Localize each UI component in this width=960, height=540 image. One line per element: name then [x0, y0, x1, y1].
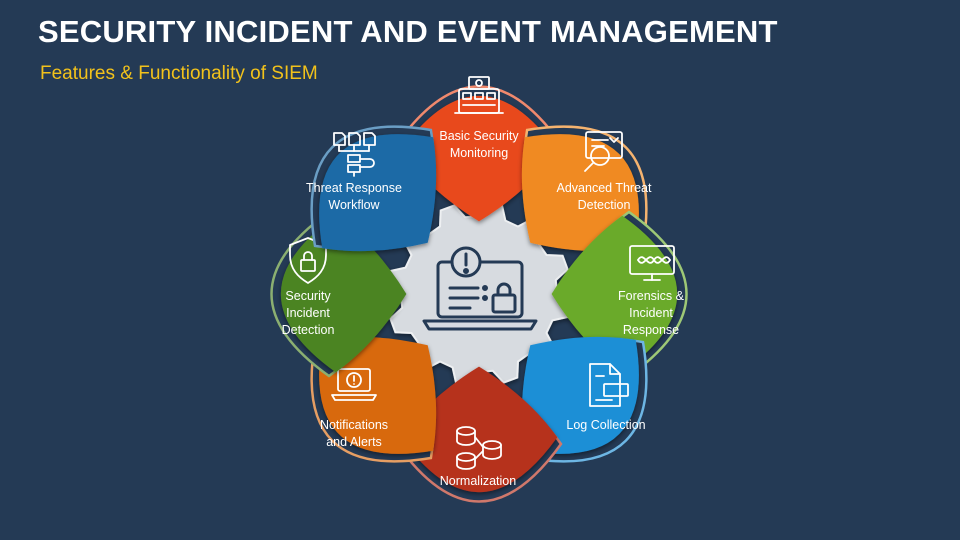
feature-label-line: Log Collection: [566, 418, 645, 432]
feature-label-line: Threat Response: [306, 181, 402, 195]
page-subtitle: Features & Functionality of SIEM: [40, 63, 318, 84]
feature-label-line: and Alerts: [326, 435, 382, 449]
magnify-screen-icon: [584, 131, 623, 172]
feature-label-line: Response: [623, 323, 679, 337]
page-title: SECURITY INCIDENT AND EVENT MANAGEMENT: [38, 14, 778, 49]
laptop-alert-icon: [331, 368, 377, 401]
feature-label-line: Monitoring: [450, 146, 508, 160]
petal-fill: [319, 336, 437, 454]
feature-petal-log-collection: Log Collection: [521, 336, 648, 463]
dna-monitor-icon: [629, 245, 675, 281]
feature-label-line: Forensics &: [618, 289, 685, 303]
petal-fill: [400, 366, 558, 493]
laptop-alert-lock-icon: [422, 246, 538, 331]
workflow-icon: [333, 132, 376, 177]
feature-label-line: Basic Security: [439, 129, 519, 143]
feature-label-line: Notifications: [320, 418, 388, 432]
feature-label-line: Incident: [286, 306, 330, 320]
feature-label-line: Security: [285, 289, 331, 303]
petal-fill: [521, 134, 639, 252]
petal-fill: [319, 134, 437, 252]
feature-petal-notifications-and-alerts: Notifications and Alerts: [310, 336, 437, 463]
petal-fill: [551, 215, 678, 373]
shield-lock-icon: [289, 237, 327, 284]
database-flow-icon: [456, 426, 502, 470]
log-file-icon: [589, 363, 629, 407]
feature-label-line: Detection: [578, 198, 631, 212]
feature-label-line: Normalization: [440, 474, 516, 488]
feature-label-line: Advanced Threat: [557, 181, 652, 195]
control-panel-icon: [454, 76, 504, 114]
feature-label-line: Incident: [629, 306, 673, 320]
feature-label-line: Workflow: [328, 198, 380, 212]
petal-fill: [400, 95, 558, 222]
feature-petal-normalization: Normalization: [395, 366, 563, 503]
feature-label-line: Detection: [282, 323, 335, 337]
